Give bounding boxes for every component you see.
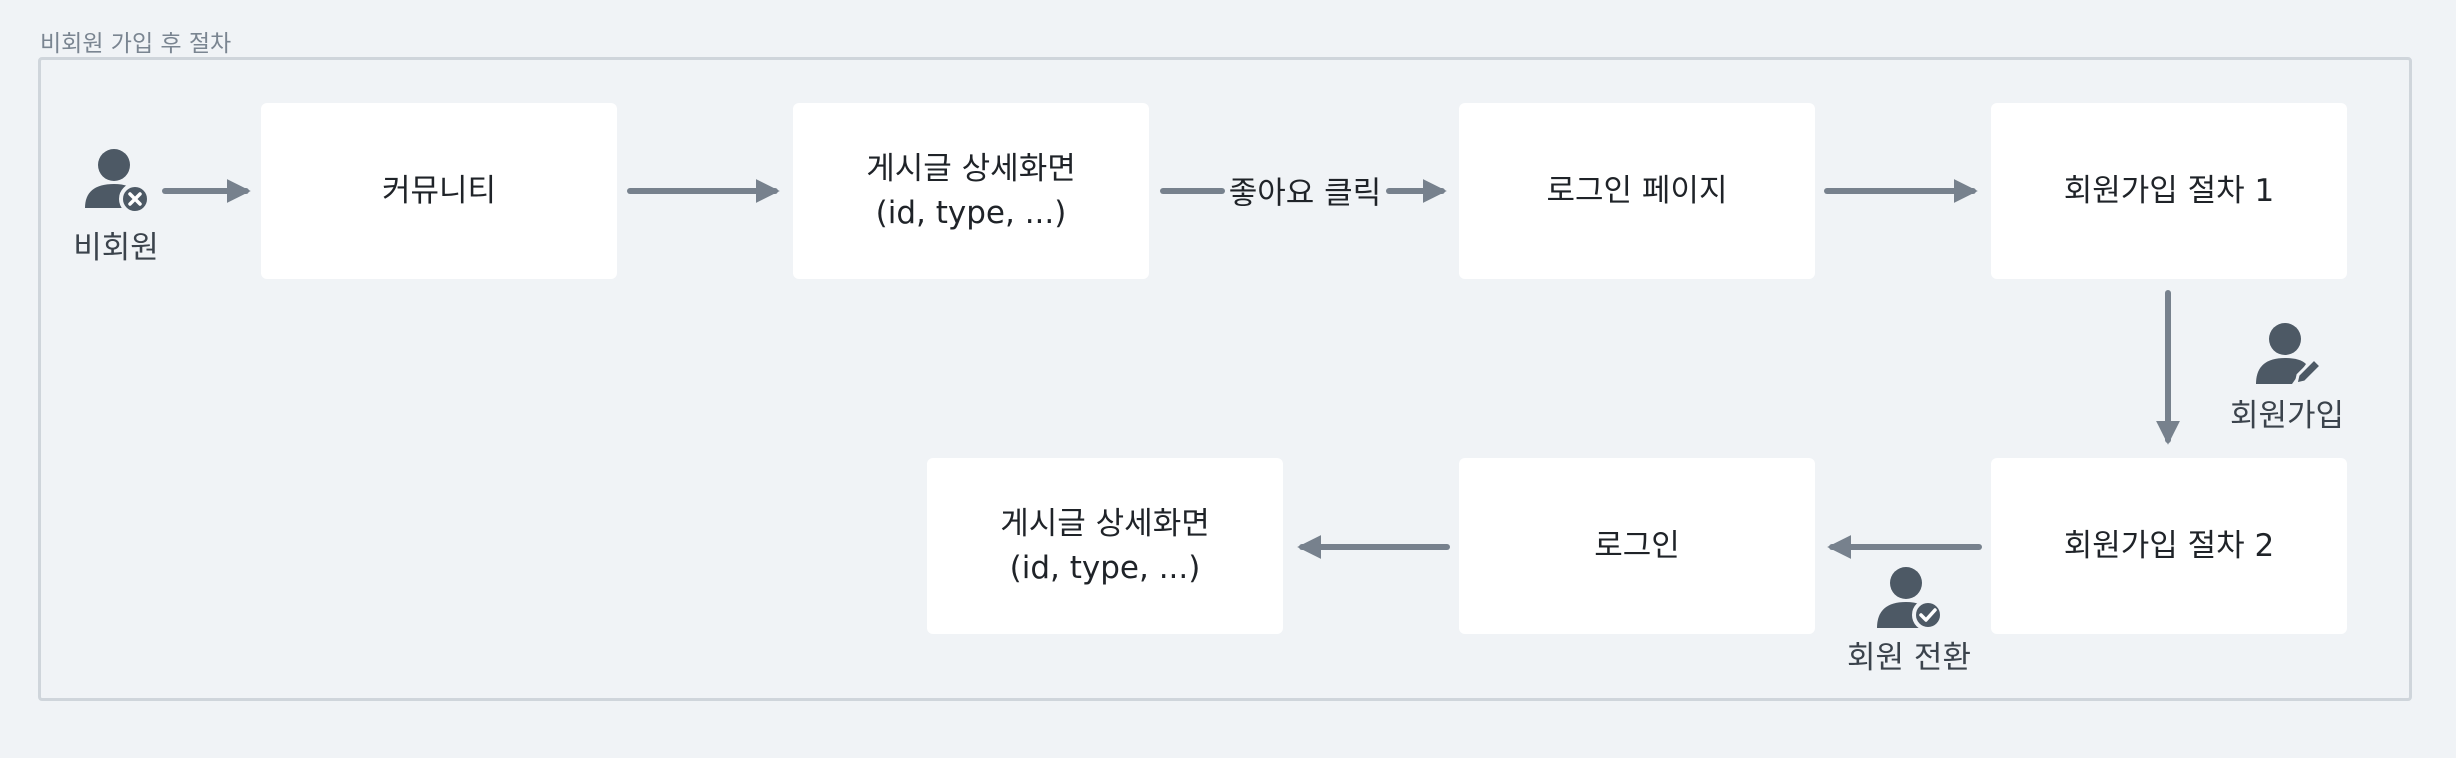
node-community-label: 커뮤니티 [381, 173, 497, 209]
node-post-detail-2-title: 게시글 상세화면 [1000, 506, 1210, 542]
node-post-detail-2-params: (id, type, ...) [1009, 550, 1201, 586]
signup-label: 회원가입 [2229, 398, 2345, 434]
node-post-detail-1-title: 게시글 상세화면 [866, 151, 1076, 187]
node-signup-step-2-label: 회원가입 절차 2 [2063, 528, 2275, 564]
node-signup-step-2: 회원가입 절차 2 [1991, 458, 2347, 634]
guest-label: 비회원 [73, 230, 159, 266]
person-x-icon [85, 149, 151, 215]
frame-title: 비회원 가입 후 절차 [40, 31, 232, 57]
procedure-frame [38, 57, 2412, 701]
node-login-label: 로그인 [1594, 528, 1680, 564]
node-signup-step-1: 회원가입 절차 1 [1991, 103, 2347, 279]
node-post-detail-1-params: (id, type, ...) [875, 195, 1067, 231]
converted-label: 회원 전환 [1847, 640, 1971, 676]
node-login: 로그인 [1459, 458, 1815, 634]
like-click-label: 좋아요 클릭 [1228, 175, 1382, 212]
node-login-page: 로그인 페이지 [1459, 103, 1815, 279]
node-post-detail-1: 게시글 상세화면 (id, type, ...) [793, 103, 1149, 279]
node-community: 커뮤니티 [261, 103, 617, 279]
person-pencil-icon [2256, 323, 2322, 386]
person-check-icon [1877, 567, 1944, 630]
node-login-page-label: 로그인 페이지 [1546, 173, 1728, 209]
node-signup-step-1-label: 회원가입 절차 1 [2063, 173, 2275, 209]
node-post-detail-2: 게시글 상세화면 (id, type, ...) [927, 458, 1283, 634]
